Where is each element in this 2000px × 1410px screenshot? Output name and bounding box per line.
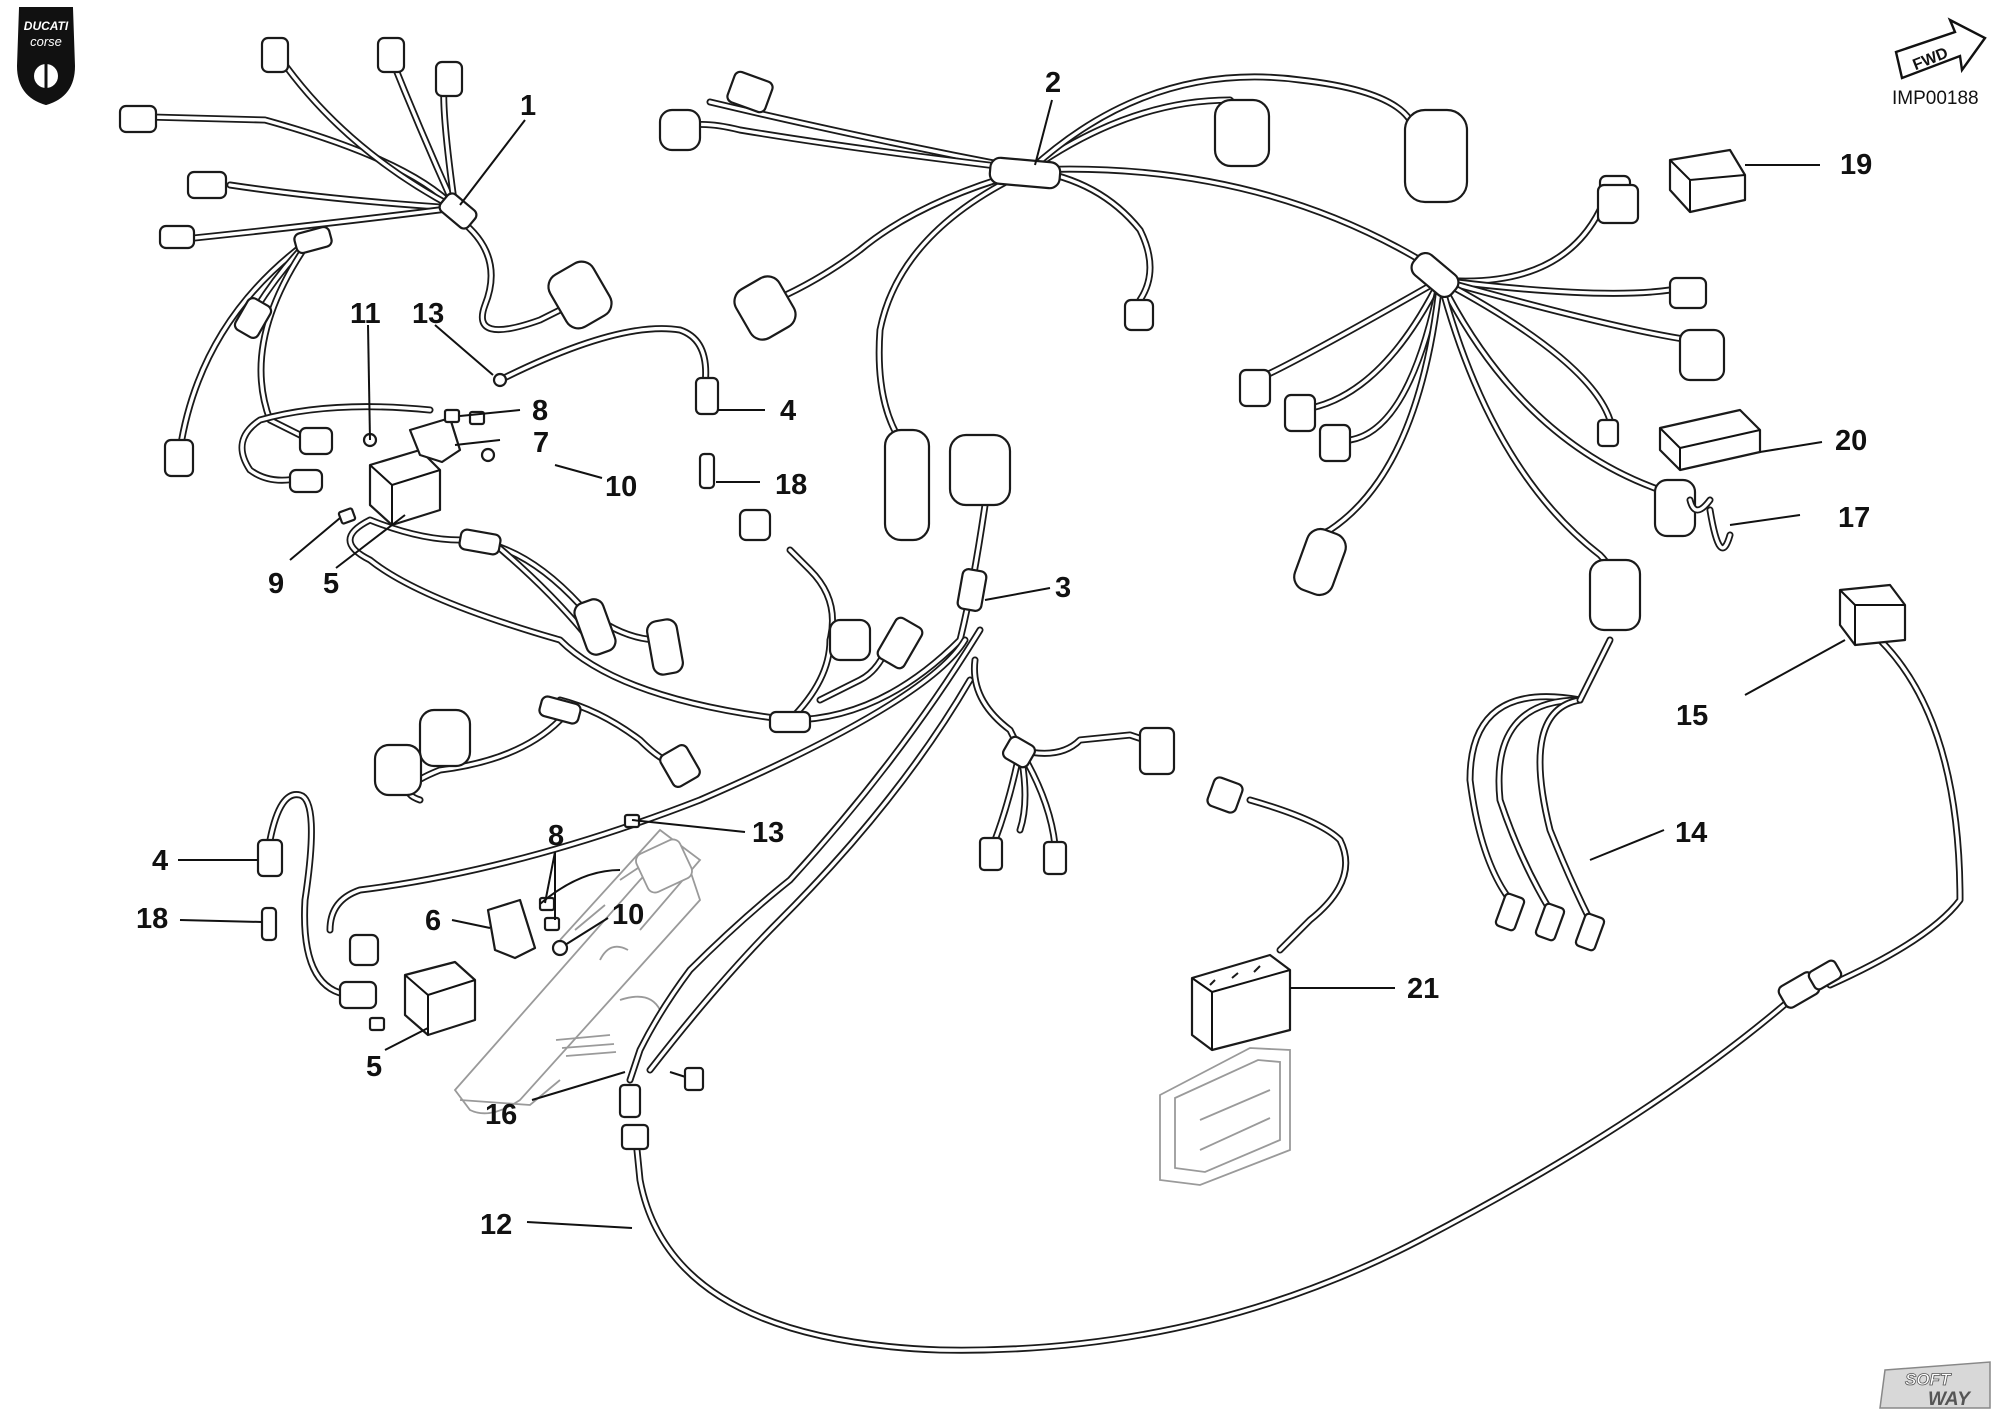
callout-18-lower: 18	[136, 903, 168, 935]
softway-stamp-bottom: WAY	[1928, 1389, 1972, 1410]
callout-5-lower: 5	[366, 1051, 382, 1083]
battery-21	[1190, 953, 1292, 1052]
harness-connectors	[118, 36, 1726, 1010]
document-reference-code: IMP00188	[1892, 88, 1979, 109]
callout-1: 1	[520, 90, 536, 122]
sensor-16	[618, 1066, 705, 1151]
coil-bracket-lower	[368, 813, 641, 1032]
callout-2: 2	[1045, 67, 1061, 99]
softway-stamp-top: SOFT	[1905, 1370, 1952, 1389]
callout-7: 7	[533, 427, 549, 459]
ignition-coil-upper	[368, 448, 442, 527]
forward-direction-arrow-icon: FWD	[1894, 17, 1987, 80]
control-unit-20	[1658, 408, 1762, 472]
callout-10-upper: 10	[605, 471, 637, 503]
callout-4-upper: 4	[780, 395, 796, 427]
callout-3: 3	[1055, 572, 1071, 604]
hose-17	[1686, 496, 1734, 552]
callout-numbers: 1 2 3 4 4 5 5 6 7 8 8 9 10 10 11 12 13 1…	[136, 67, 1872, 1241]
callout-6: 6	[425, 905, 441, 937]
softway-stamp: SOFT WAY	[1879, 1361, 1991, 1410]
callout-8-upper: 8	[532, 395, 548, 427]
battery-tray	[1159, 1047, 1291, 1186]
inline-connector-12	[1777, 959, 1843, 1009]
callout-13-upper: 13	[412, 298, 444, 330]
callout-17: 17	[1838, 502, 1870, 534]
logo-text-bottom: corse	[30, 34, 62, 49]
ignition-coil-lower	[403, 960, 477, 1037]
logo-text-top: DUCATI	[24, 19, 69, 33]
callout-20: 20	[1835, 425, 1867, 457]
relay-19	[1596, 148, 1747, 225]
callout-9: 9	[268, 568, 284, 600]
leader-lines	[178, 99, 1846, 1229]
callout-11: 11	[350, 298, 381, 330]
frame-section	[453, 828, 702, 1115]
harness-sleeves	[293, 156, 1460, 769]
callout-21: 21	[1407, 973, 1439, 1005]
callout-12: 12	[480, 1209, 512, 1241]
callout-4-lower: 4	[152, 845, 168, 877]
callout-18-upper: 18	[775, 469, 807, 501]
callout-5-upper: 5	[323, 568, 339, 600]
callout-16: 16	[485, 1099, 517, 1131]
callout-14: 14	[1675, 817, 1707, 849]
callout-10-lower: 10	[612, 899, 644, 931]
callout-19: 19	[1840, 149, 1872, 181]
ducati-corse-logo: DUCATI corse	[16, 7, 76, 106]
callout-8-lower: 8	[548, 820, 564, 852]
callout-15: 15	[1676, 700, 1708, 732]
callout-13-lower: 13	[752, 817, 784, 849]
sensor-15	[1838, 583, 1907, 647]
